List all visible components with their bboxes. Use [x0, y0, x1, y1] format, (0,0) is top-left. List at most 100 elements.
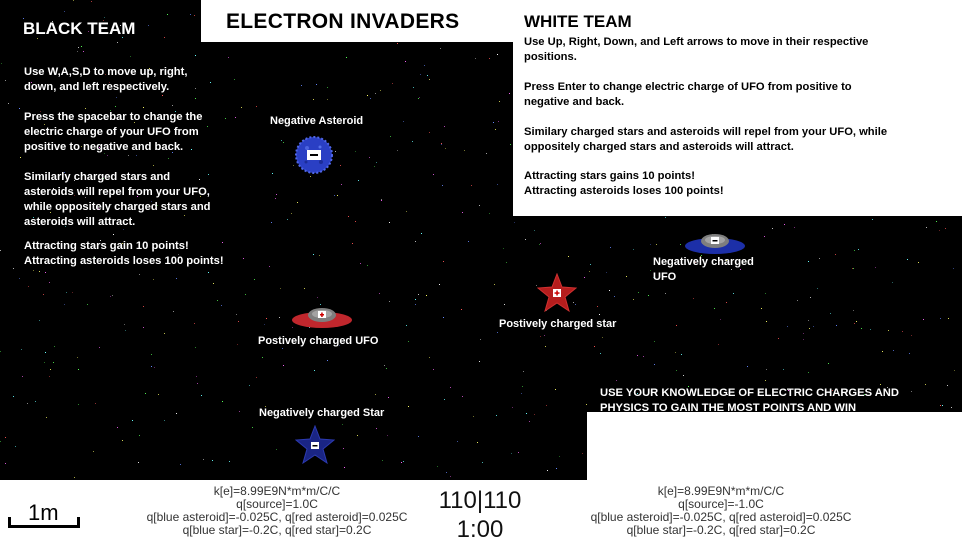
background-star — [418, 294, 419, 295]
negative-ufo[interactable] — [684, 232, 746, 256]
background-star — [164, 37, 165, 38]
background-star — [327, 99, 328, 100]
background-star — [283, 142, 284, 143]
background-star — [765, 380, 766, 381]
background-star — [64, 11, 65, 12]
background-star — [819, 258, 820, 259]
background-star — [83, 51, 84, 52]
background-star — [429, 79, 430, 80]
background-star — [374, 166, 375, 167]
background-star — [66, 292, 67, 293]
background-star — [586, 404, 587, 405]
background-star — [701, 255, 702, 256]
background-star — [5, 437, 6, 438]
background-star — [297, 202, 298, 203]
background-star — [355, 221, 356, 222]
background-star — [947, 385, 948, 386]
background-star — [262, 357, 263, 358]
background-star — [427, 75, 428, 76]
negative-asteroid[interactable] — [295, 136, 333, 174]
background-star — [918, 262, 919, 263]
black-team-instruction-move: Use W,A,S,D to move up, right, down, and… — [24, 66, 188, 93]
background-star — [911, 335, 912, 336]
background-star — [367, 265, 368, 266]
background-star — [606, 272, 607, 273]
scale-bar-label: 1m — [28, 500, 59, 525]
background-star — [100, 240, 101, 241]
background-star — [665, 217, 666, 218]
background-star — [726, 302, 727, 303]
background-star — [203, 459, 204, 460]
background-star — [21, 349, 22, 350]
game-title: ELECTRON INVADERS — [226, 10, 460, 33]
background-star — [633, 299, 634, 300]
background-star — [534, 414, 535, 415]
background-star — [225, 118, 226, 119]
background-star — [471, 185, 472, 186]
background-star — [293, 165, 294, 166]
background-star — [200, 196, 201, 197]
background-star — [861, 328, 862, 329]
background-star — [683, 389, 684, 390]
background-star — [265, 406, 266, 407]
background-star — [212, 460, 213, 461]
background-star — [357, 435, 358, 436]
background-star — [676, 325, 677, 326]
background-star — [88, 31, 89, 32]
background-star — [509, 93, 510, 94]
background-star — [109, 82, 110, 83]
background-star — [110, 296, 111, 297]
background-star — [817, 288, 818, 289]
background-star — [450, 476, 451, 477]
positive-ufo[interactable] — [291, 305, 353, 329]
black-team-instruction-points: Attracting stars gain 10 points! Attract… — [24, 240, 224, 267]
timer: 1:00 — [456, 516, 504, 543]
background-star — [418, 98, 419, 99]
left-constants: k[e]=8.99E9N*m*m/C/C q[source]=1.0C q[bl… — [112, 485, 442, 537]
right-constants: k[e]=8.99E9N*m*m/C/C q[source]=-1.0C q[b… — [556, 485, 886, 537]
scale-bar: 1m — [8, 500, 80, 529]
background-star — [180, 464, 181, 465]
background-star — [256, 106, 257, 107]
white-team-instruction-forces: Similary charged stars and asteroids wil… — [524, 126, 888, 153]
background-star — [33, 270, 34, 271]
background-star — [143, 306, 144, 307]
white-team-instruction-charge: Press Enter to change electric charge of… — [524, 81, 852, 108]
background-star — [810, 297, 811, 298]
background-star — [194, 15, 195, 16]
background-star — [81, 46, 82, 47]
background-star — [73, 0, 74, 1]
background-star — [192, 191, 193, 192]
background-star — [406, 211, 407, 212]
background-star — [208, 193, 209, 194]
background-star — [854, 323, 855, 324]
background-star — [237, 344, 238, 345]
background-star — [482, 462, 483, 463]
background-star — [443, 317, 444, 318]
background-star — [103, 178, 104, 179]
background-star — [194, 323, 195, 324]
background-star — [545, 346, 546, 347]
background-star — [64, 172, 65, 173]
background-star — [529, 421, 530, 422]
background-star — [313, 254, 314, 255]
negative-star[interactable] — [295, 425, 335, 465]
background-star — [440, 48, 441, 49]
background-star — [313, 99, 314, 100]
background-star — [510, 144, 511, 145]
negative-star-label: Negatively charged Star — [259, 407, 385, 419]
background-star — [139, 435, 140, 436]
background-star — [91, 1, 92, 2]
background-star — [72, 292, 73, 293]
background-star — [78, 47, 79, 48]
black-team-title: BLACK TEAM — [23, 19, 136, 38]
background-star — [429, 132, 430, 133]
background-star — [376, 162, 377, 163]
positive-star[interactable] — [537, 273, 577, 313]
background-star — [376, 428, 377, 429]
background-star — [19, 108, 20, 109]
background-star — [496, 415, 497, 416]
background-star — [52, 21, 53, 22]
background-star — [23, 18, 24, 19]
background-star — [415, 241, 416, 242]
